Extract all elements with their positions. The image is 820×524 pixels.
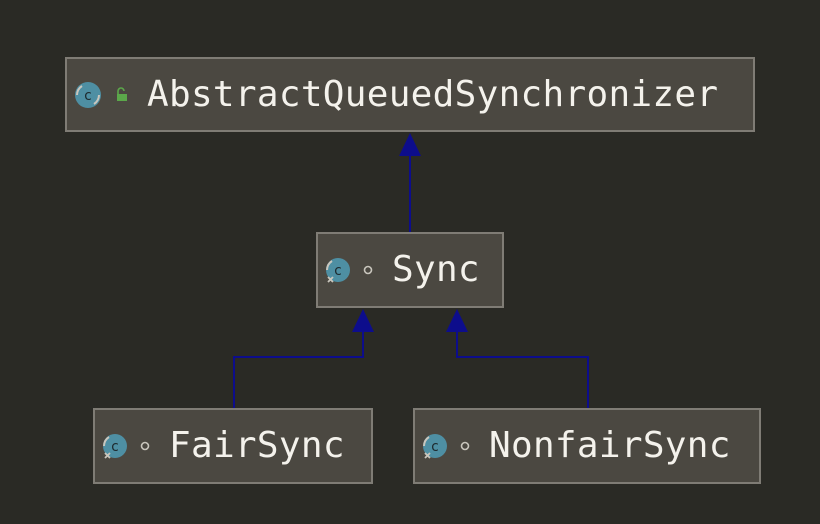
svg-text:c: c — [111, 439, 120, 455]
class-name: NonfairSync — [489, 425, 731, 466]
final-class-icon: c — [419, 431, 449, 461]
edge-fair-to-sync-arrowhead — [352, 309, 374, 332]
package-private-icon — [459, 440, 471, 452]
public-lock-icon — [113, 86, 129, 103]
svg-text:c: c — [84, 88, 93, 104]
svg-text:c: c — [334, 263, 343, 279]
abstract-class-icon: c — [322, 255, 352, 285]
class-name: AbstractQueuedSynchronizer — [147, 73, 719, 115]
package-private-icon — [139, 440, 151, 452]
class-node-abstractqueuedsynchronizer[interactable]: c AbstractQueuedSynchronizer — [65, 57, 755, 132]
edge-sync-to-aqs-arrowhead — [399, 133, 421, 156]
class-icon: c — [73, 80, 103, 110]
final-class-icon: c — [99, 431, 129, 461]
class-name: Sync — [392, 249, 480, 290]
class-node-nonfairsync[interactable]: c NonfairSync — [413, 408, 761, 484]
edge-nonfair-to-sync-arrowhead — [446, 309, 468, 332]
class-node-fairsync[interactable]: c FairSync — [93, 408, 373, 484]
svg-text:c: c — [431, 439, 440, 455]
edge-nonfair-to-sync — [456, 331, 589, 408]
edge-fair-to-sync — [233, 331, 364, 408]
class-name: FairSync — [169, 425, 345, 466]
package-private-icon — [362, 264, 374, 276]
class-node-sync[interactable]: c Sync — [316, 232, 504, 308]
